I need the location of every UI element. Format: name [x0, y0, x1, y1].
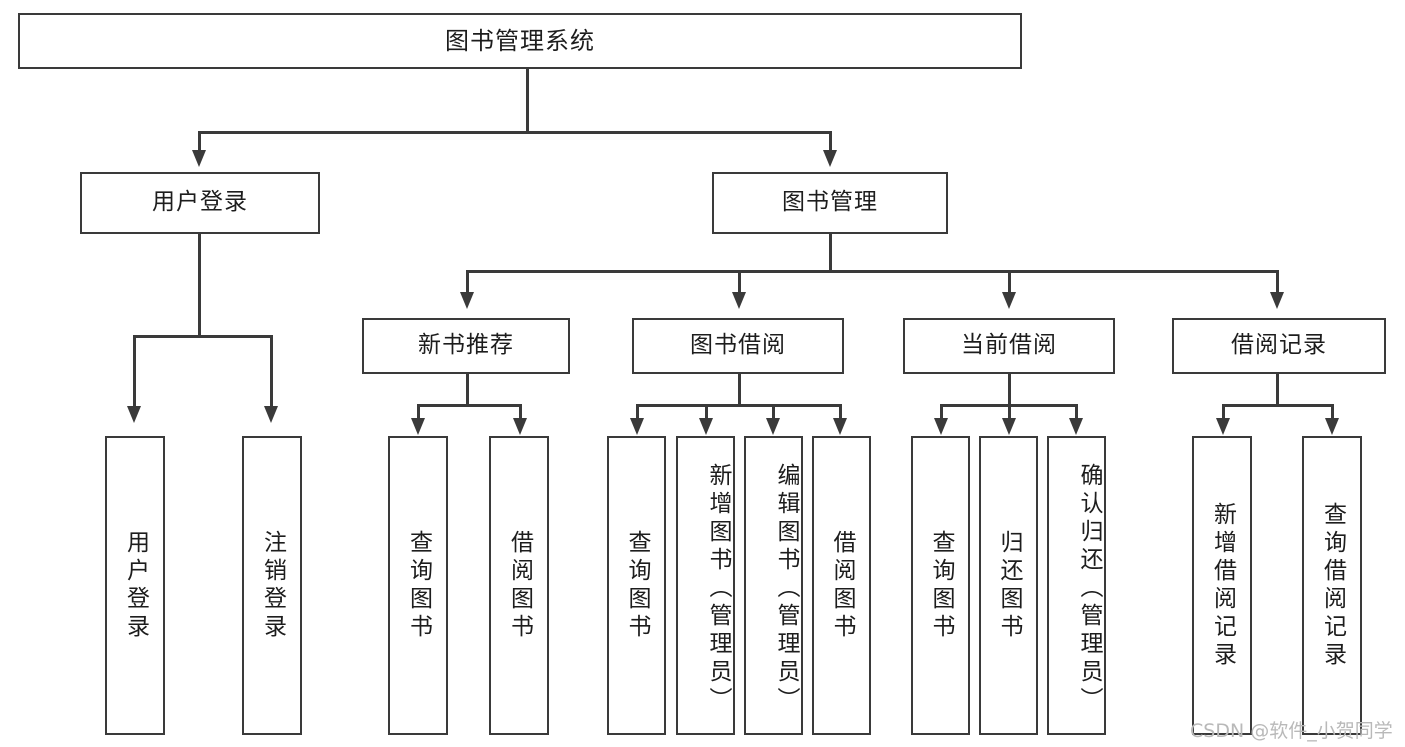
- node-label: 查询图书: [405, 529, 432, 642]
- arrow-to-leaf-borrow-book-1: [513, 418, 527, 435]
- connector-borrow-record-bar: [1222, 404, 1333, 407]
- connector-root-bar: [198, 131, 831, 134]
- arrow-to-borrow-record: [1270, 292, 1284, 309]
- arrow-to-user-login: [192, 150, 206, 167]
- node-label: 新增图书（管理员）: [705, 462, 731, 715]
- arrow-to-leaf-add-record: [1216, 418, 1230, 435]
- node-label: 确认归还（管理员）: [1076, 462, 1102, 715]
- leaf-user-login: 用户登录: [105, 436, 165, 735]
- connector-book-management-bar: [466, 270, 1278, 273]
- node-label: 借阅图书: [829, 529, 856, 642]
- arrow-to-leaf-query-book-1: [411, 418, 425, 435]
- connector-to-book-management: [829, 131, 832, 153]
- leaf-edit-book: 编辑图书（管理员）: [744, 436, 803, 735]
- connector-to-leaf-borrow-book-1: [519, 404, 522, 420]
- node-root-system: 图书管理系统: [18, 13, 1022, 69]
- arrow-to-leaf-query-book-2: [630, 418, 644, 435]
- node-label: 新增借阅记录: [1209, 501, 1236, 670]
- connector-to-leaf-add-record: [1222, 404, 1225, 420]
- arrow-to-book-management: [823, 150, 837, 167]
- connector-to-book-borrow: [738, 270, 741, 295]
- node-borrow-record: 借阅记录: [1172, 318, 1386, 374]
- connector-new-book-recommend-stem: [466, 374, 469, 406]
- node-label: 编辑图书（管理员）: [773, 462, 799, 715]
- arrow-to-leaf-borrow-book-2: [833, 418, 847, 435]
- node-book-borrow: 图书借阅: [632, 318, 844, 374]
- arrow-to-leaf-query-record: [1325, 418, 1339, 435]
- arrow-to-leaf-edit-book: [766, 418, 780, 435]
- connector-root-stem: [526, 69, 529, 132]
- connector-to-current-borrow: [1008, 270, 1011, 295]
- node-label: 当前借阅: [961, 332, 1057, 359]
- connector-to-leaf-add-book: [705, 404, 708, 420]
- node-label: 用户登录: [152, 189, 248, 216]
- connector-new-book-recommend-bar: [417, 404, 521, 407]
- node-label: 注销登录: [259, 529, 286, 642]
- connector-book-borrow-bar: [636, 404, 841, 407]
- node-label: 新书推荐: [418, 332, 514, 359]
- connector-to-leaf-query-book-1: [417, 404, 420, 420]
- arrow-to-leaf-user-login: [127, 406, 141, 423]
- connector-book-management-stem: [829, 234, 832, 272]
- leaf-query-book-1: 查询图书: [388, 436, 448, 735]
- connector-to-leaf-edit-book: [772, 404, 775, 420]
- connector-to-leaf-logout-login: [270, 335, 273, 409]
- node-user-login: 用户登录: [80, 172, 320, 234]
- arrow-to-new-book-recommend: [460, 292, 474, 309]
- node-label: 图书借阅: [690, 332, 786, 359]
- arrow-to-leaf-confirm-return: [1069, 418, 1083, 435]
- connector-borrow-record-stem: [1276, 374, 1279, 406]
- leaf-query-book-2: 查询图书: [607, 436, 666, 735]
- connector-to-leaf-query-book-2: [636, 404, 639, 420]
- node-current-borrow: 当前借阅: [903, 318, 1115, 374]
- connector-to-new-book-recommend: [466, 270, 469, 295]
- arrow-to-current-borrow: [1002, 292, 1016, 309]
- connector-to-leaf-user-login: [133, 335, 136, 409]
- leaf-query-book-3: 查询图书: [911, 436, 970, 735]
- connector-user-login-bar: [133, 335, 272, 338]
- node-label: 查询图书: [928, 529, 955, 642]
- connector-to-leaf-query-book-3: [940, 404, 943, 420]
- connector-current-borrow-stem: [1008, 374, 1011, 406]
- node-label: 图书管理: [782, 189, 878, 216]
- leaf-borrow-book-1: 借阅图书: [489, 436, 549, 735]
- connector-to-leaf-return-book: [1008, 404, 1011, 420]
- node-label: 查询借阅记录: [1319, 501, 1346, 670]
- node-label: 用户登录: [122, 529, 149, 642]
- leaf-borrow-book-2: 借阅图书: [812, 436, 871, 735]
- leaf-logout-login: 注销登录: [242, 436, 302, 735]
- leaf-confirm-return: 确认归还（管理员）: [1047, 436, 1106, 735]
- arrow-to-leaf-return-book: [1002, 418, 1016, 435]
- connector-to-user-login: [198, 131, 201, 153]
- connector-book-borrow-stem: [738, 374, 741, 406]
- connector-to-leaf-confirm-return: [1075, 404, 1078, 420]
- node-new-book-recommend: 新书推荐: [362, 318, 570, 374]
- arrow-to-leaf-query-book-3: [934, 418, 948, 435]
- connector-user-login-stem: [198, 234, 201, 337]
- arrow-to-leaf-add-book: [699, 418, 713, 435]
- leaf-add-book: 新增图书（管理员）: [676, 436, 735, 735]
- node-label: 归还图书: [996, 529, 1023, 642]
- node-label: 查询图书: [624, 529, 651, 642]
- node-label: 图书管理系统: [445, 26, 595, 55]
- node-label: 借阅记录: [1231, 332, 1327, 359]
- node-book-management: 图书管理: [712, 172, 948, 234]
- connector-to-leaf-query-record: [1331, 404, 1334, 420]
- leaf-return-book: 归还图书: [979, 436, 1038, 735]
- arrow-to-leaf-logout-login: [264, 406, 278, 423]
- arrow-to-book-borrow: [732, 292, 746, 309]
- connector-to-borrow-record: [1276, 270, 1279, 295]
- connector-to-leaf-borrow-book-2: [839, 404, 842, 420]
- leaf-query-record: 查询借阅记录: [1302, 436, 1362, 735]
- leaf-add-record: 新增借阅记录: [1192, 436, 1252, 735]
- node-label: 借阅图书: [506, 529, 533, 642]
